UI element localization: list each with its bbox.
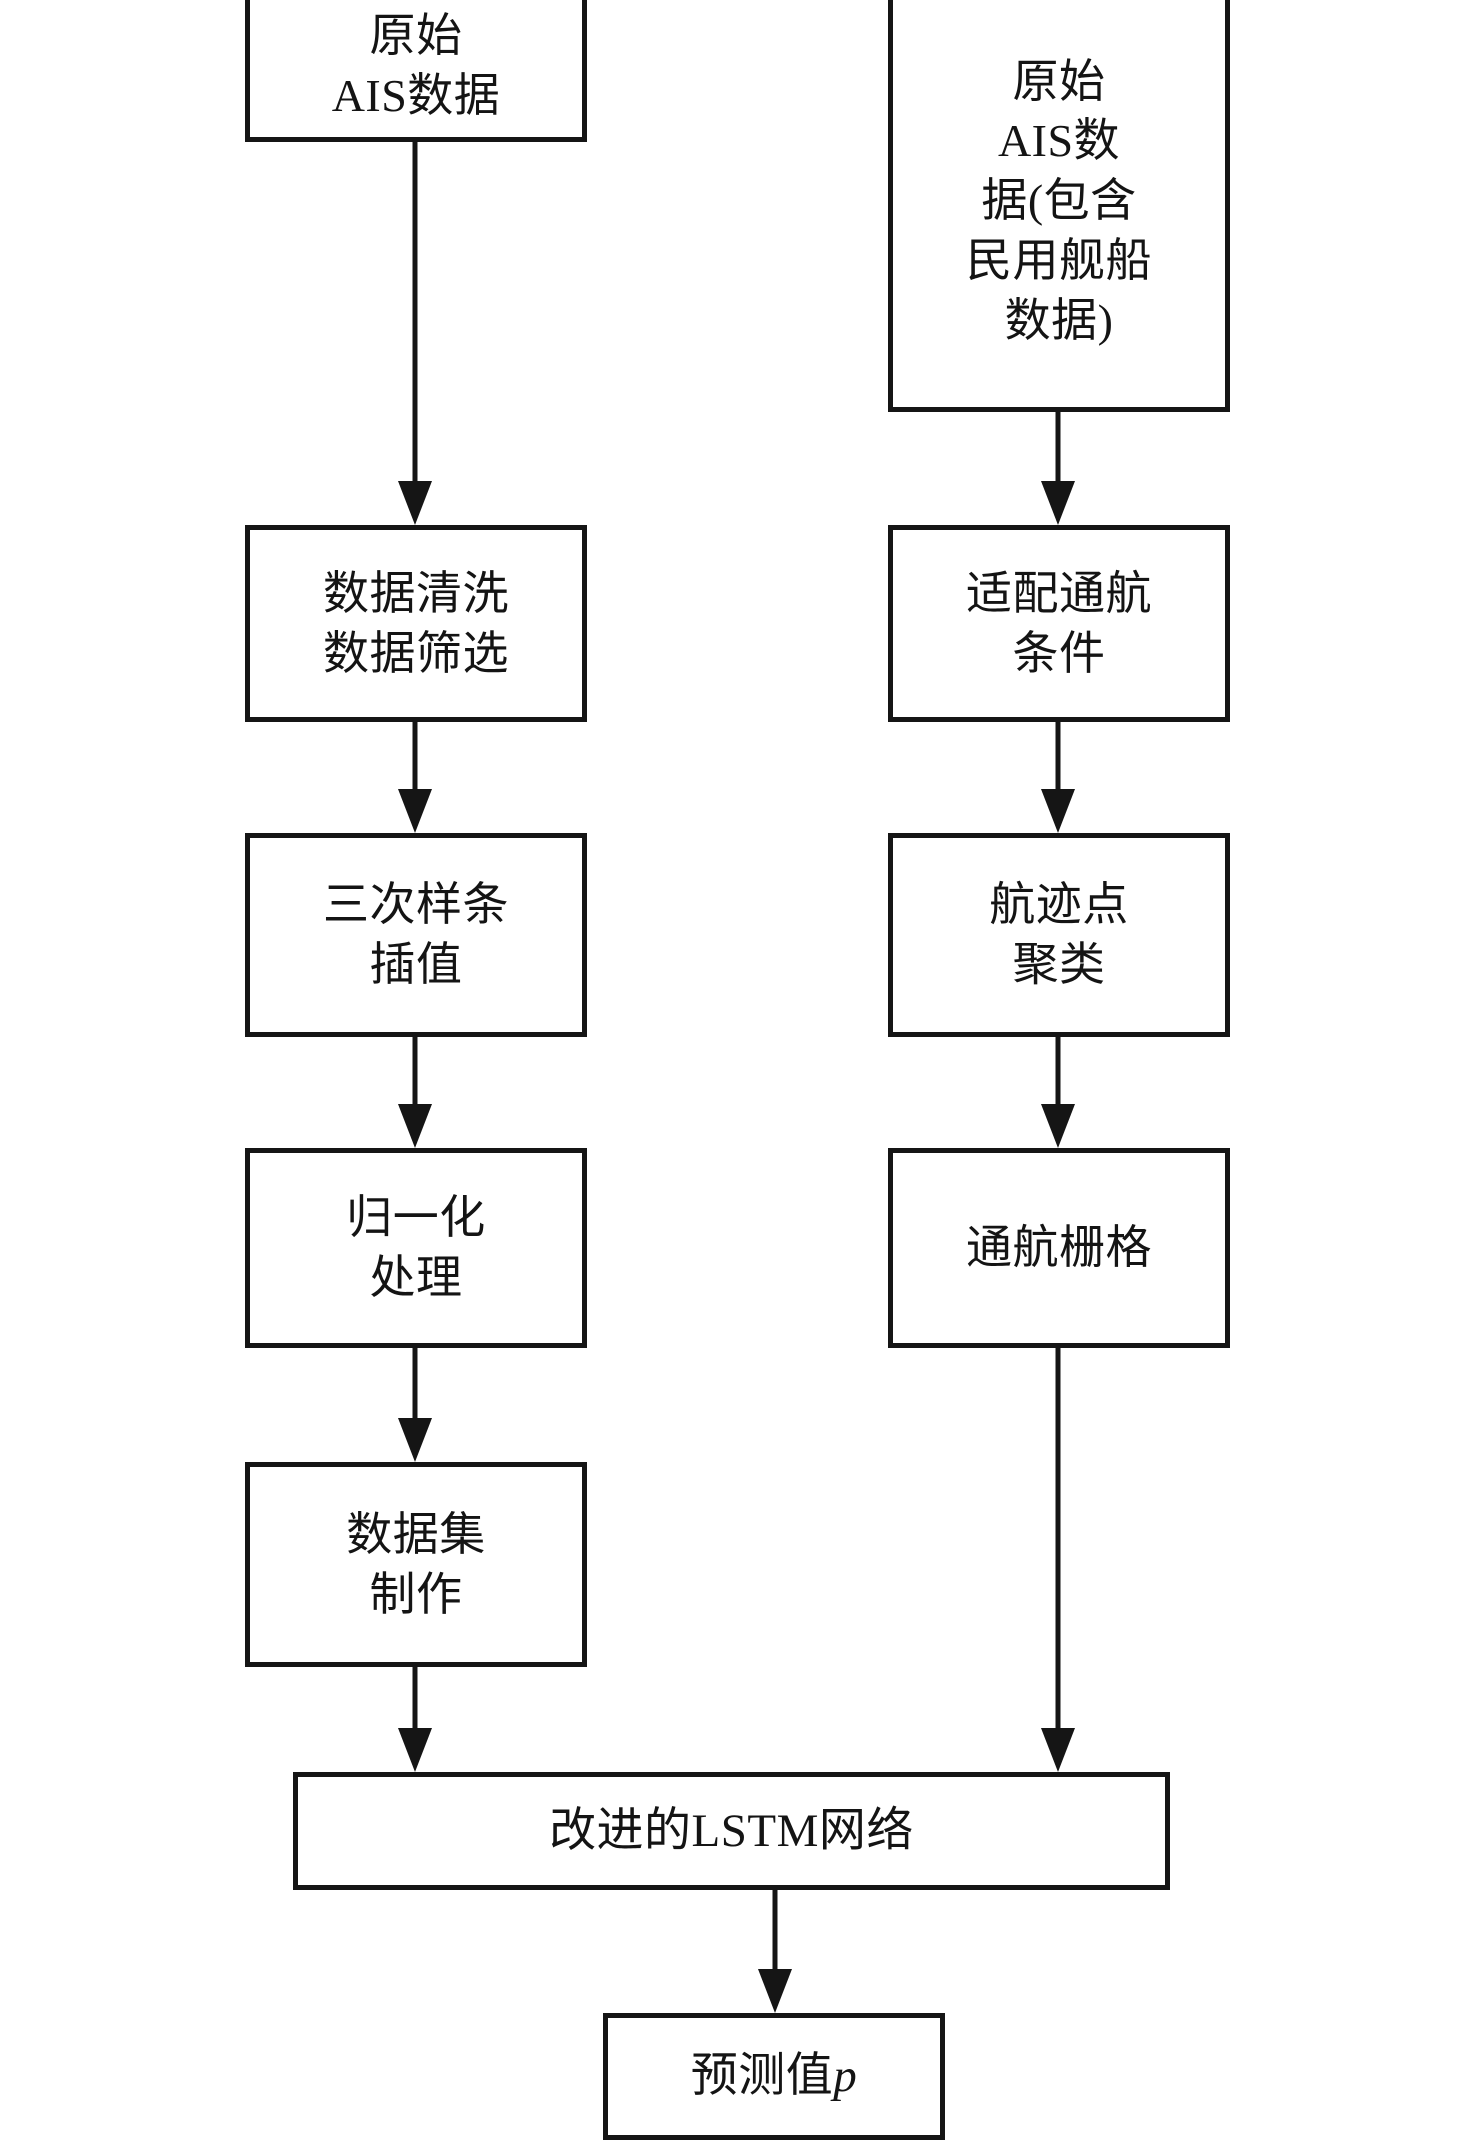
node-right-raw-ais-label: 原始 AIS数 据(包含 民用舰船 数据) [966,55,1152,346]
node-normalize: 归一化 处理 [245,1148,587,1348]
node-prediction: 预测值p [603,2013,945,2140]
node-adapt-navigation-label: 适配通航 条件 [966,567,1152,679]
node-cubic-spline: 三次样条 插值 [245,833,587,1037]
node-data-clean-label: 数据清洗 数据筛选 [323,567,509,679]
node-cubic-spline-label: 三次样条 插值 [323,879,509,990]
node-navigation-grid-label: 通航栅格 [966,1222,1152,1274]
node-adapt-navigation: 适配通航 条件 [888,525,1230,722]
node-dataset-build: 数据集 制作 [245,1462,587,1667]
node-prediction-variable: p [833,2050,858,2103]
node-track-cluster: 航迹点 聚类 [888,833,1230,1037]
node-right-raw-ais: 原始 AIS数 据(包含 民用舰船 数据) [888,0,1230,412]
node-dataset-build-label: 数据集 制作 [346,1508,486,1620]
node-data-clean: 数据清洗 数据筛选 [245,525,587,722]
node-lstm-network: 改进的LSTM网络 [293,1772,1170,1890]
node-prediction-label: 预测值p [691,2048,858,2104]
node-lstm-network-label: 改进的LSTM网络 [549,1804,914,1857]
node-prediction-text: 预测值 [690,2050,834,2103]
node-navigation-grid: 通航栅格 [888,1148,1230,1348]
node-normalize-label: 归一化 处理 [346,1192,486,1303]
node-left-raw-ais: 原始 AIS数据 [245,0,587,142]
node-left-raw-ais-label: 原始 AIS数据 [331,10,501,121]
node-track-cluster-label: 航迹点 聚类 [989,879,1129,990]
